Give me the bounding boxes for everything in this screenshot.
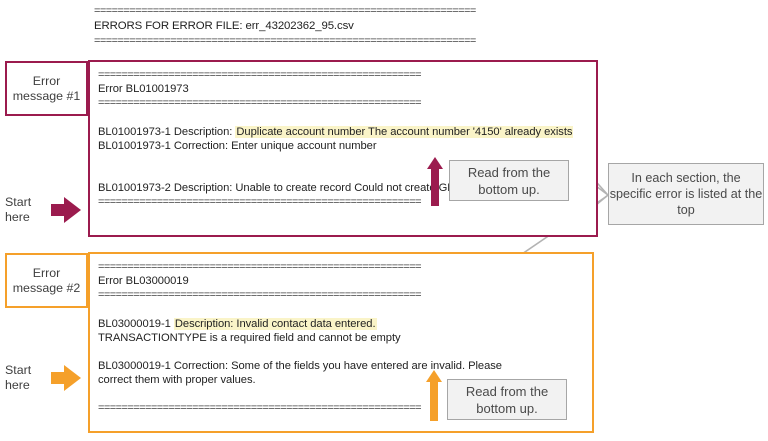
up-arrow-icon-maroon	[427, 157, 443, 206]
s1-description-2: BL01001973-2 Description: Unable to crea…	[98, 182, 534, 195]
s2-rule-2: ========================================…	[98, 289, 422, 302]
s1-description-1-highlight: Duplicate account number The account num…	[235, 125, 574, 138]
s1-error-code: Error BL01001973	[98, 83, 189, 96]
label-error-message-1-text: Error message #1	[12, 73, 81, 103]
header-rule-bottom: ========================================…	[94, 35, 476, 47]
error-file-title: ERRORS FOR ERROR FILE: err_43202362_95.c…	[94, 20, 354, 32]
s2-description-1-highlight: Description: Invalid contact data entere…	[173, 317, 377, 330]
error-section-1: ========================================…	[88, 60, 598, 237]
start-here-marker-1: Start here	[5, 195, 81, 225]
start-here-label-2: Start here	[5, 363, 32, 392]
s2-description-detail: TRANSACTIONTYPE is a required field and …	[98, 331, 401, 344]
up-arrow-icon-orange	[426, 370, 442, 421]
label-error-message-2-text: Error message #2	[12, 265, 81, 295]
start-here-marker-2: Start here	[5, 363, 81, 393]
s1-description-1-prefix: BL01001973-1 Description:	[98, 125, 236, 138]
log-header: ========================================…	[94, 4, 514, 49]
s1-rule-1: ========================================…	[98, 69, 422, 81]
s2-rule-1: ========================================…	[98, 261, 422, 273]
s2-description-1: BL03000019-1 Description: Invalid contac…	[98, 317, 588, 331]
error-section-2-log: ========================================…	[98, 260, 588, 416]
s1-rule-2: ========================================…	[98, 97, 422, 110]
s2-spacer-2	[98, 345, 588, 359]
header-rule-top: ========================================…	[94, 5, 476, 17]
s2-description-1-prefix: BL03000019-1	[98, 317, 174, 330]
label-error-message-2: Error message #2	[5, 253, 88, 308]
s2-rule-3: ========================================…	[98, 402, 422, 415]
label-error-message-1: Error message #1	[5, 61, 88, 116]
s1-spacer-1	[98, 111, 592, 125]
callout-section-note: In each section, the specific error is l…	[608, 163, 764, 225]
s1-correction-1: BL01001973-1 Correction: Enter unique ac…	[98, 139, 377, 152]
start-here-label-1: Start here	[5, 195, 32, 224]
s2-error-code: Error BL03000019	[98, 275, 189, 288]
s2-correction-1: BL03000019-1 Correction: Some of the fie…	[98, 360, 502, 387]
callout-read-bottom-up-1: Read from the bottom up.	[449, 160, 569, 201]
right-arrow-icon-orange	[51, 365, 81, 391]
s1-description-1: BL01001973-1 Description: Duplicate acco…	[98, 125, 592, 139]
error-section-1-log: ========================================…	[98, 68, 592, 209]
s1-rule-3: ========================================…	[98, 196, 422, 209]
s2-spacer-1	[98, 303, 588, 317]
callout-read-bottom-up-2: Read from the bottom up.	[447, 379, 567, 420]
right-arrow-icon-maroon	[51, 197, 81, 223]
